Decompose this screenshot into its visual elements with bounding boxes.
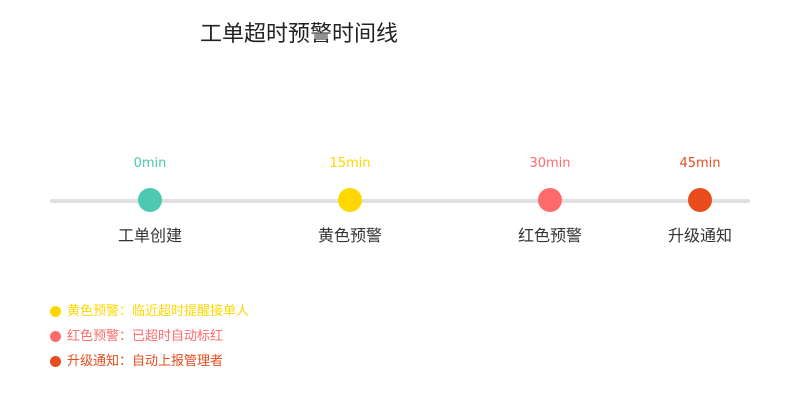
legend-note-escalate: 升级通知：自动上报管理者 [50,349,249,374]
diagram-title: 工单超时预警时间线 [200,22,399,47]
stage-time-label: 0min [133,156,167,171]
timeline-track [50,199,750,203]
legend-note-text: 红色预警：已超时自动标红 [67,328,224,344]
stage-marker-dot [688,188,712,212]
stage-name-label: 黄色预警 [317,226,382,245]
stage-marker-dot [138,188,162,212]
stage-time-label: 45min [679,156,721,171]
stage-time-label: 15min [329,156,371,171]
stage-name-label: 升级通知 [667,226,732,245]
legend-bullet-dot [50,306,61,317]
stage-marker-dot [338,188,362,212]
stage-time-label: 30min [529,156,571,171]
stage-marker-dot [538,188,562,212]
legend-notes: 黄色预警：临近超时提醒接单人 红色预警：已超时自动标红 升级通知：自动上报管理者 [50,299,249,374]
stage-name-label: 工单创建 [117,226,182,245]
legend-note-text: 黄色预警：临近超时提醒接单人 [67,303,250,319]
legend-note-yellow: 黄色预警：临近超时提醒接单人 [50,299,249,324]
legend-bullet-dot [50,356,61,367]
legend-bullet-dot [50,331,61,342]
legend-note-red: 红色预警：已超时自动标红 [50,324,249,349]
legend-note-text: 升级通知：自动上报管理者 [67,353,224,369]
stage-name-label: 红色预警 [517,226,582,245]
